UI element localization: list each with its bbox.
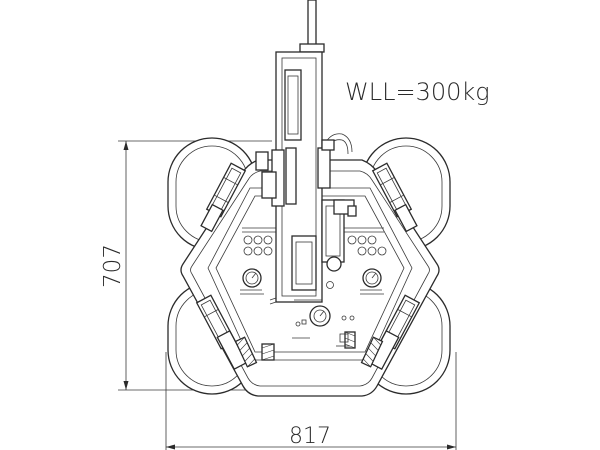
height-dimension-label: 707 <box>100 244 126 288</box>
pad-mount-top-left <box>200 162 247 233</box>
connector-row-right <box>340 227 387 256</box>
pad-mount-top-right <box>371 162 418 233</box>
pad-mount-bottom-right <box>368 294 421 371</box>
width-dimension-label: 817 <box>289 424 331 449</box>
hatched-handle-right <box>344 331 384 368</box>
lifting-mast <box>255 0 357 303</box>
vacuum-gauge-left <box>240 268 264 295</box>
vacuum-gauge-center <box>309 305 331 327</box>
wll-label: WLL=300kg <box>345 78 490 106</box>
hatched-handle-left <box>234 336 275 368</box>
vacuum-gauge-right <box>360 268 384 295</box>
pad-mount-bottom-left <box>195 294 248 371</box>
panel-fine-detail <box>240 289 382 347</box>
width-dimension <box>165 352 457 450</box>
